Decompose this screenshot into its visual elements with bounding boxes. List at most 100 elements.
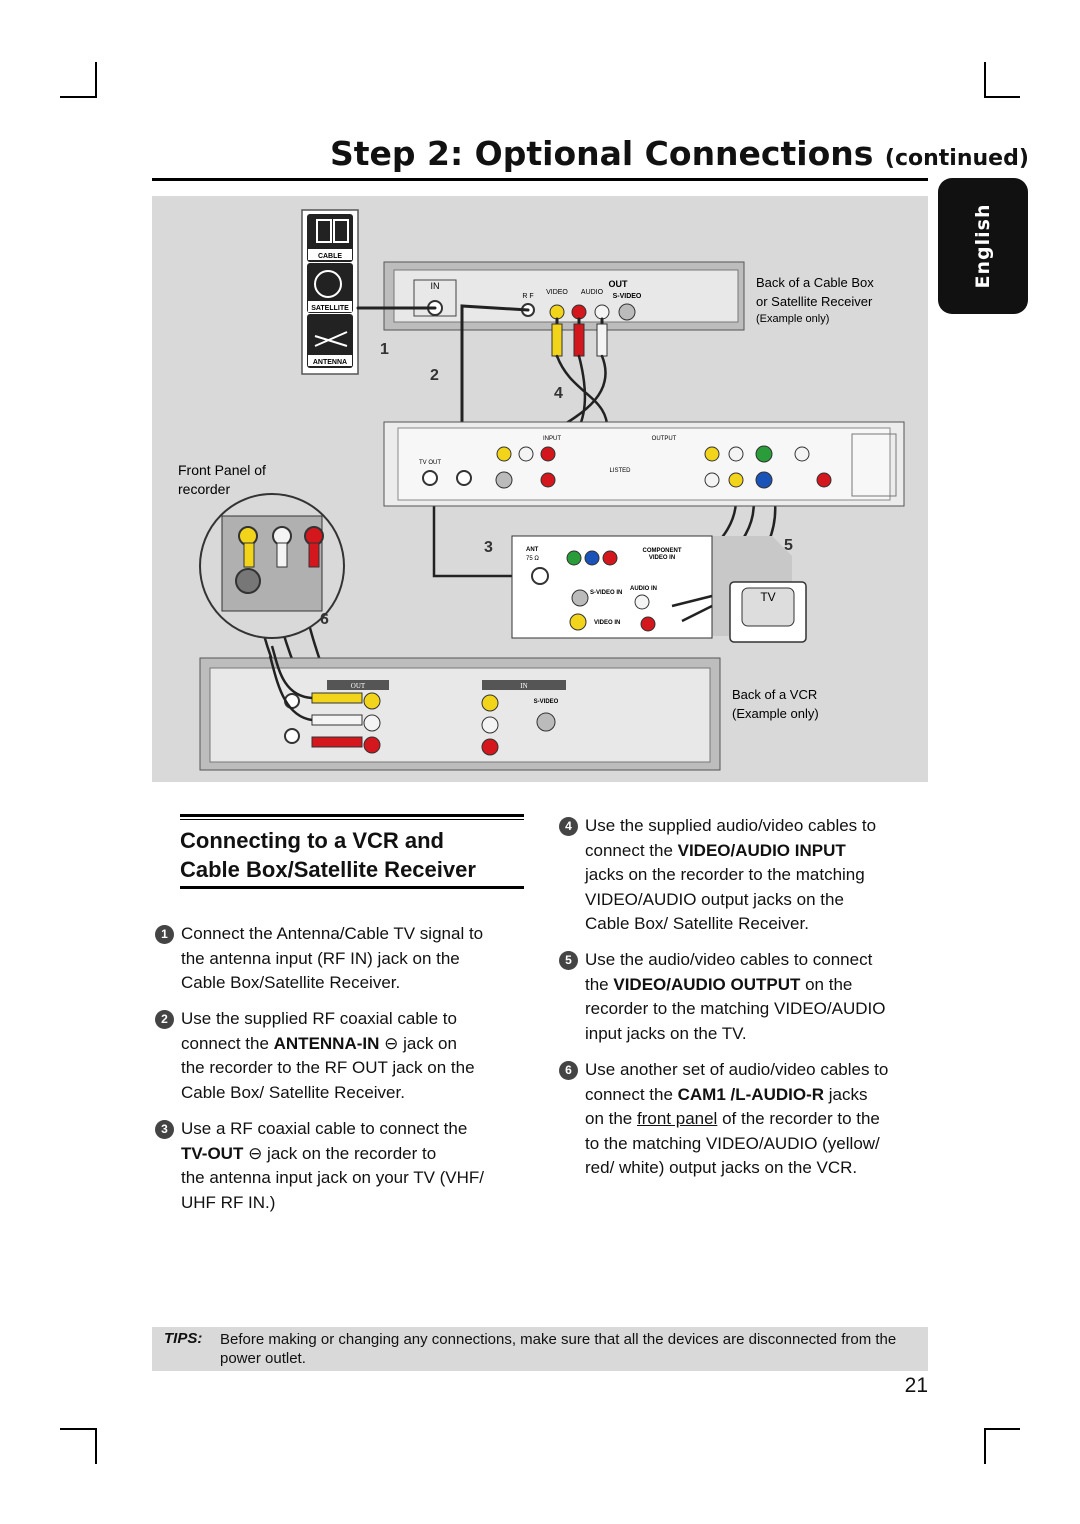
language-tab-label: English bbox=[972, 203, 994, 289]
step-line: the recorder to the RF OUT jack on the bbox=[181, 1058, 475, 1077]
front-panel-link[interactable]: front panel bbox=[637, 1109, 718, 1128]
vcr-label-2: (Example only) bbox=[732, 706, 819, 721]
step-6: 6 Use another set of audio/video cables … bbox=[559, 1058, 930, 1181]
step-line: jacks on the recorder to the matching bbox=[585, 865, 865, 884]
crop-mark bbox=[984, 96, 1020, 98]
crop-mark bbox=[60, 1428, 96, 1430]
tv-ant-label: ANT bbox=[526, 547, 539, 553]
step-line: the antenna input jack on your TV (VHF/ bbox=[181, 1168, 485, 1187]
front-panel-label-2: recorder bbox=[178, 481, 230, 497]
step-line: Connect the Antenna/Cable TV signal to bbox=[181, 924, 484, 943]
step-line: Use another set of audio/video cables to bbox=[585, 1060, 889, 1079]
front-panel-label-1: Front Panel of bbox=[178, 462, 266, 478]
step-line: VIDEO/AUDIO output jacks on the bbox=[585, 889, 844, 909]
step-line: on the front panel of the recorder to th… bbox=[585, 1107, 930, 1132]
step-line: input jacks on the TV. bbox=[585, 1023, 747, 1043]
step-number: 2 bbox=[155, 1010, 174, 1029]
cable-box-audio-label: AUDIO bbox=[581, 289, 604, 296]
crop-mark bbox=[984, 1428, 1020, 1430]
step-bold-term: ANTENNA-IN bbox=[273, 1033, 380, 1053]
vcr-back: OUT IN S-VIDEO bbox=[199, 645, 721, 771]
recorder-back: TV OUT INPUT OUTPUT LISTED bbox=[383, 421, 905, 507]
step-line: the antenna input (RF IN) jack on the bbox=[181, 948, 460, 968]
step-text: of the recorder to the bbox=[717, 1109, 880, 1128]
diagram-marker-1: 1 bbox=[380, 341, 389, 358]
icon-label-satellite: SATELLITE bbox=[311, 305, 349, 312]
cable-box-label-3: (Example only) bbox=[756, 313, 829, 325]
tv-label: TV bbox=[760, 590, 775, 604]
step-2: 2 Use the supplied RF coaxial cable to c… bbox=[155, 1007, 521, 1105]
recorder-output-label: OUTPUT bbox=[652, 436, 677, 442]
step-line: red/ white) output jacks on the VCR. bbox=[585, 1158, 858, 1177]
step-number: 4 bbox=[559, 817, 578, 836]
language-tab: English bbox=[938, 178, 1028, 314]
step-text: jack on the recorder to bbox=[262, 1143, 437, 1163]
diagram-marker-6: 6 bbox=[320, 611, 329, 628]
step-line: UHF RF IN.) bbox=[181, 1192, 276, 1212]
step-line: recorder to the matching VIDEO/AUDIO bbox=[585, 999, 886, 1018]
cable-box-label-1: Back of a Cable Box bbox=[756, 275, 874, 290]
step-text: connect the bbox=[181, 1033, 274, 1053]
step-bold-term: CAM1 /L-AUDIO-R bbox=[677, 1084, 825, 1104]
step-bold-term: VIDEO/AUDIO INPUT bbox=[677, 840, 846, 860]
cable-box-label-2: or Satellite Receiver bbox=[756, 294, 873, 309]
tv-out-icon: ⊖ bbox=[243, 1143, 263, 1163]
cable-box-back: IN OUT R F VIDEO AUDIO S-VIDEO bbox=[383, 261, 745, 331]
tv-audio-in-label: AUDIO IN bbox=[630, 586, 657, 592]
step-number: 6 bbox=[559, 1061, 578, 1080]
step-line: connect the CAM1 /L-AUDIO-R jacks bbox=[585, 1083, 930, 1108]
step-text: on the bbox=[800, 974, 853, 994]
step-line: connect the ANTENNA-IN ⊖ jack on bbox=[181, 1032, 521, 1057]
step-number: 1 bbox=[155, 925, 174, 944]
connection-diagram-svg: CABLE SATELLITE ANTENNA IN OUT R F VIDEO… bbox=[178, 209, 905, 771]
crop-mark bbox=[984, 1428, 986, 1464]
cable-box-video-label: VIDEO bbox=[546, 289, 568, 296]
step-bold-term: TV-OUT bbox=[181, 1143, 244, 1163]
step-line: Cable Box/ Satellite Receiver. bbox=[181, 1082, 405, 1102]
step-line: connect the VIDEO/AUDIO INPUT bbox=[585, 839, 930, 864]
source-icons: CABLE SATELLITE ANTENNA bbox=[301, 209, 359, 375]
diagram-marker-4: 4 bbox=[554, 385, 563, 402]
vcr-in-label: IN bbox=[520, 682, 527, 690]
step-text: connect the bbox=[585, 840, 678, 860]
page-title: Step 2: Optional Connections (continued) bbox=[330, 134, 1029, 173]
recorder-input-label: INPUT bbox=[543, 436, 561, 442]
step-4: 4 Use the supplied audio/video cables to… bbox=[559, 814, 930, 937]
crop-mark bbox=[984, 62, 986, 98]
diagram-marker-2: 2 bbox=[430, 367, 439, 384]
vcr-out-label: OUT bbox=[351, 682, 366, 690]
step-line: Use the supplied audio/video cables to bbox=[585, 816, 877, 835]
tv-ohm-label: 75 Ω bbox=[526, 556, 539, 562]
crop-mark bbox=[95, 62, 97, 98]
step-3: 3 Use a RF coaxial cable to connect the … bbox=[155, 1117, 521, 1215]
title-suffix: (continued) bbox=[884, 146, 1029, 171]
tips-label: TIPS: bbox=[164, 1330, 203, 1347]
cable-box-rf-label: R F bbox=[522, 293, 533, 300]
tv-back-panel: ANT 75 Ω COMPONENT VIDEO IN S-VIDEO IN A… bbox=[511, 535, 792, 639]
step-bold-term: VIDEO/AUDIO OUTPUT bbox=[613, 974, 801, 994]
step-line: Use the audio/video cables to connect bbox=[585, 950, 873, 969]
page-number: 21 bbox=[904, 1374, 928, 1397]
diagram-marker-5: 5 bbox=[784, 537, 793, 554]
section-rule-top bbox=[180, 814, 524, 817]
step-line: Cable Box/ Satellite Receiver. bbox=[585, 914, 809, 933]
section-rule-bottom bbox=[180, 886, 524, 889]
connection-diagram: CABLE SATELLITE ANTENNA IN OUT R F VIDEO… bbox=[152, 196, 928, 782]
section-title-line-1: Connecting to a VCR and bbox=[180, 828, 444, 853]
recorder-tvout-label: TV OUT bbox=[419, 460, 441, 466]
diagram-marker-3: 3 bbox=[484, 539, 493, 556]
tv-video-in-label: VIDEO IN bbox=[594, 620, 620, 626]
tv-component-label: COMPONENT bbox=[643, 548, 682, 554]
step-line: to the matching VIDEO/AUDIO (yellow/ bbox=[585, 1133, 880, 1153]
front-panel-zoom bbox=[199, 493, 345, 639]
tv-component-sub-label: VIDEO IN bbox=[649, 555, 675, 561]
title-rule bbox=[152, 178, 928, 181]
icon-label-antenna: ANTENNA bbox=[313, 359, 347, 366]
step-5: 5 Use the audio/video cables to connect … bbox=[559, 948, 930, 1046]
crop-mark bbox=[60, 96, 96, 98]
section-title-line-2: Cable Box/Satellite Receiver bbox=[180, 857, 476, 882]
step-1: 1 Connect the Antenna/Cable TV signal to… bbox=[155, 922, 521, 996]
step-line: Use a RF coaxial cable to connect the bbox=[181, 1119, 468, 1138]
tips-text: Before making or changing any connection… bbox=[220, 1331, 897, 1367]
crop-mark bbox=[95, 1428, 97, 1464]
